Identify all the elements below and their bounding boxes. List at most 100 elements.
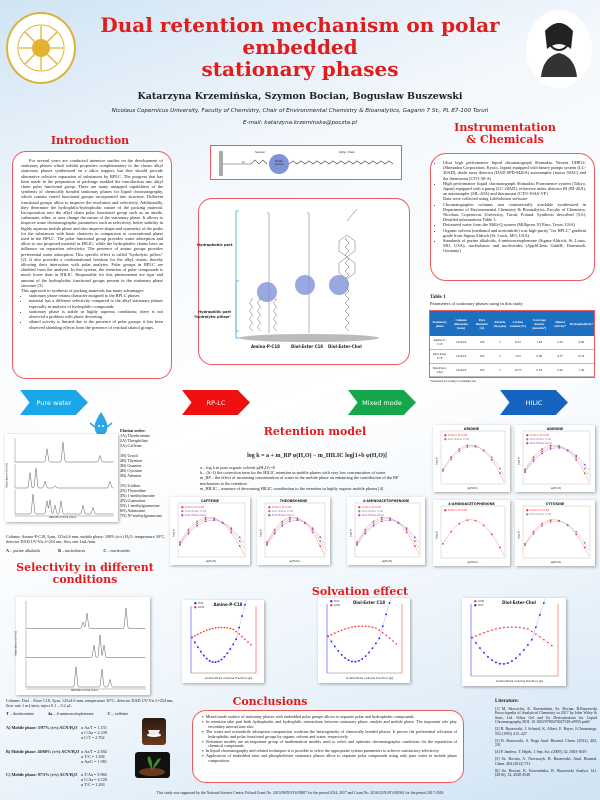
h2o-point — [211, 661, 214, 663]
table-cell: 5 — [491, 336, 509, 350]
legend-item: C – nucleosides — [103, 548, 131, 553]
alpha-value: α Aa/C = 1.981 — [81, 759, 107, 764]
acn-point — [340, 629, 343, 632]
data-point — [549, 520, 552, 523]
portrait-icon — [541, 23, 577, 77]
data-point — [204, 518, 207, 521]
data-point — [541, 448, 543, 451]
acn-point — [499, 627, 501, 629]
data-point — [442, 470, 444, 473]
h2o-curve — [191, 600, 247, 663]
heading-line: conditions — [52, 573, 118, 586]
data-point — [566, 523, 569, 526]
list-item: 1N) Uridine — [120, 483, 141, 488]
list-item: 2B) Thymine — [120, 458, 143, 463]
acn-point — [361, 625, 363, 627]
acn-point — [247, 641, 249, 643]
fit-curve — [442, 444, 505, 482]
plot-legend: ● H₂O● ACN — [330, 599, 340, 607]
data-point — [499, 472, 501, 475]
plot-area — [440, 430, 506, 485]
acn-point — [337, 630, 340, 633]
data-point — [230, 529, 233, 531]
h2o-point — [388, 602, 391, 604]
plot-frame — [440, 505, 506, 559]
acn-point — [495, 628, 497, 630]
acn-point — [226, 627, 229, 629]
h2o-point — [337, 650, 340, 652]
definition: b – (b>1) the correction term for the HI… — [200, 470, 386, 476]
chromatogram-trace — [25, 634, 146, 658]
acn-point — [475, 635, 477, 637]
data-point — [482, 524, 485, 527]
data-point — [474, 445, 477, 448]
table-caption: Parameters of stationary phases using in… — [430, 301, 523, 306]
fit-curve — [442, 446, 505, 476]
plot-title: THEOBROMINE — [279, 499, 308, 503]
table-footnote: *measured according to Galushko test — [430, 379, 476, 383]
affiliation: Nicolaus Copernicus University, Faculty … — [111, 108, 489, 114]
legend-label: Amino-P-C18 — [529, 508, 549, 512]
h2o-point — [511, 660, 513, 662]
data-point — [490, 456, 493, 459]
fit-curve — [179, 517, 245, 555]
data-point — [204, 516, 207, 519]
alpha-value: α C/Aa = 4.720 — [81, 777, 107, 782]
data-point — [319, 545, 322, 547]
list-item: High performance liquid chromatograph Sh… — [443, 181, 586, 202]
data-point — [179, 541, 181, 544]
h2o-point — [515, 657, 517, 660]
legend-item: ● ACN — [194, 605, 204, 609]
data-point — [466, 444, 469, 447]
coffee-plant-image — [135, 752, 170, 778]
column-header: Hydrophobicity* — [568, 311, 594, 336]
data-point — [532, 532, 535, 535]
plot-title: URIDINE — [463, 427, 480, 431]
acn-point — [539, 635, 541, 638]
y-axis-label: Absorbance [mAU] — [5, 463, 9, 488]
acn-point — [327, 635, 329, 638]
mode-pure-water: Pure water — [20, 390, 88, 415]
mode-hilic: HILIC — [500, 390, 568, 415]
h2o-point — [523, 649, 525, 651]
data-point — [413, 540, 416, 543]
acn-point — [334, 632, 336, 634]
acn-point — [388, 637, 391, 639]
data-point — [266, 544, 268, 546]
data-point — [364, 532, 367, 535]
plot-area — [522, 505, 591, 559]
legend-label: Diol-Ester C18 — [271, 509, 294, 513]
plot-area — [470, 598, 559, 677]
plot-legend: ● Amino-P-C18● Diol-Ester C18● Diol-Este… — [526, 433, 552, 445]
acn-point — [487, 630, 489, 633]
y-axis-label: log k — [171, 529, 176, 537]
legend-label: Diol-Ester C18 — [529, 437, 552, 441]
conclusions-heading: Conclusions — [232, 695, 308, 708]
alpha-value: α T/C = 1.263 — [81, 782, 105, 787]
legend-item: ● Diol-Ester C18 — [444, 437, 470, 441]
column-header: Silanol activity* — [551, 311, 569, 336]
university-logo — [6, 12, 76, 84]
acn-point — [491, 629, 493, 631]
acn-point — [378, 629, 381, 632]
heading-line: & Chemicals — [466, 133, 544, 146]
chromatogram-trace — [15, 468, 114, 489]
fit-curve — [524, 520, 590, 550]
list-item: 2N) Thymidine — [120, 488, 146, 493]
y-axis-label: log k — [516, 456, 521, 465]
table-cell: 2.24 — [551, 336, 569, 350]
legend-item: ● Amino-P-C18 — [444, 433, 467, 437]
plot-legend: ● Amino-P-C18● Diol-Ester C18 — [444, 433, 469, 441]
elution-heading: Elution order: — [120, 428, 146, 433]
legend-label: Diol-Ester-Chol — [529, 441, 552, 445]
data-point — [296, 519, 299, 522]
fit-curve — [524, 519, 590, 556]
legend-item: 4a – 4-aminoacetophenone — [48, 711, 94, 716]
fit-curve — [356, 518, 420, 549]
h2o-curve — [327, 598, 392, 662]
legend-label: Diol-Ester C18 — [529, 512, 552, 516]
acn-point — [395, 643, 398, 645]
